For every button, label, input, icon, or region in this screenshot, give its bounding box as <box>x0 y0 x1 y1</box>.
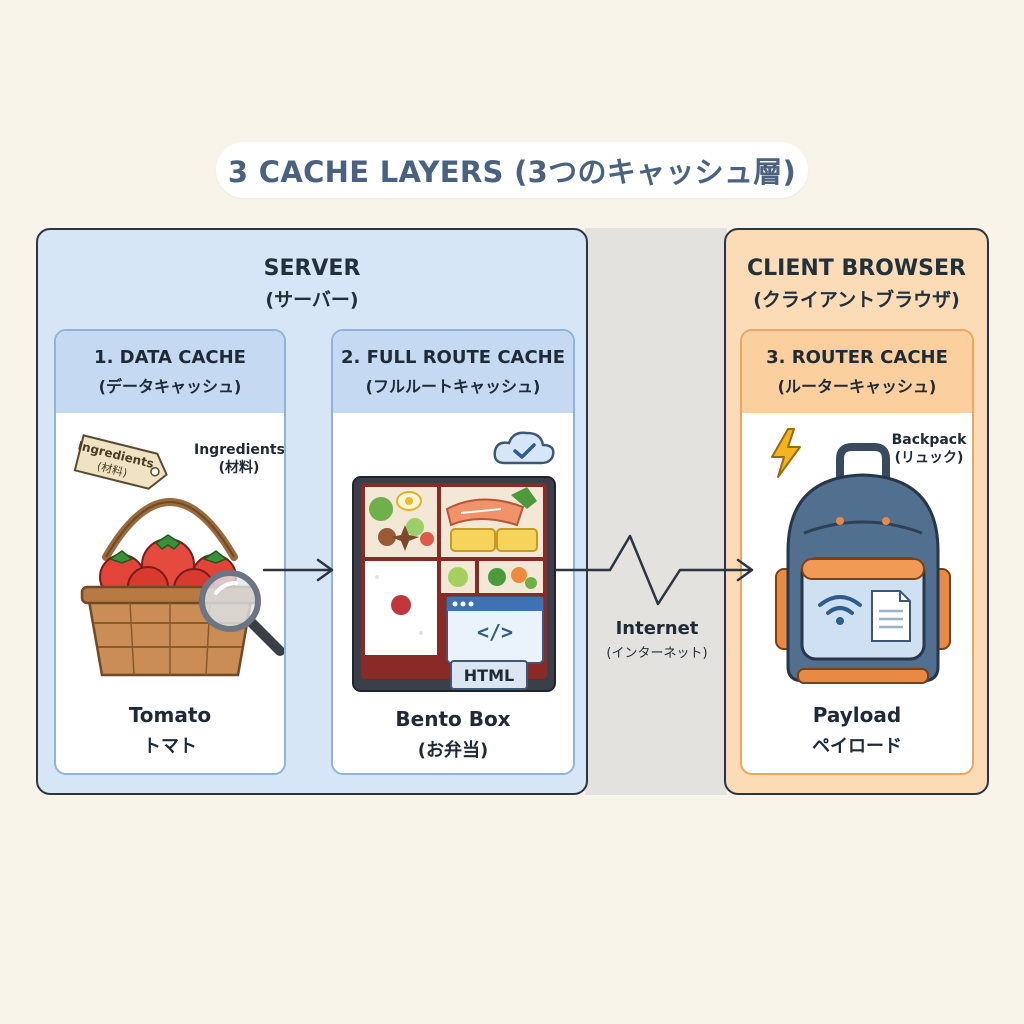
client-sublabel: (クライアントブラウザ) <box>753 289 960 311</box>
bento-box-icon: </> HTML <box>352 476 556 692</box>
client-browser-zone: CLIENT BROWSER (クライアントブラウザ) 3. ROUTER CA… <box>724 228 989 795</box>
server-zone-title: SERVER (サーバー) <box>38 256 586 312</box>
diagram-title: 3 CACHE LAYERS (3つのキャッシュ層) <box>216 142 808 198</box>
magnifying-glass-icon <box>199 570 284 656</box>
full-route-cache-caption: Bento Box (お弁当) <box>333 707 573 762</box>
full-route-cache-header: 2. FULL ROUTE CACHE (フルルートキャッシュ) <box>333 331 573 413</box>
full-route-cache-card: 2. FULL ROUTE CACHE (フルルートキャッシュ) <box>331 329 575 775</box>
backpack-label: Backpack (リュック) <box>884 431 972 467</box>
server-label: SERVER <box>263 256 361 281</box>
cloud-check-icon <box>493 431 555 465</box>
backpack-icon <box>775 443 951 684</box>
client-label: CLIENT BROWSER <box>747 256 966 281</box>
server-zone: SERVER (サーバー) 1. DATA CACHE (データキャッシュ) I… <box>36 228 588 795</box>
internet-label: Internet (インターネット) <box>592 618 722 661</box>
internet-label-subtext: (インターネット) <box>606 646 708 661</box>
wifi-icon <box>818 595 862 625</box>
router-cache-sublabel: (ルーターキャッシュ) <box>777 377 937 396</box>
data-cache-caption: Tomato トマト <box>56 703 284 758</box>
tomato-caption-sub: トマト <box>143 736 197 757</box>
ingredients-label: Ingredients (材料) <box>194 441 284 477</box>
bento-caption: Bento Box <box>395 707 511 731</box>
backpack-label-text: Backpack <box>891 432 967 448</box>
router-cache-caption: Payload ペイロード <box>742 703 972 758</box>
full-route-cache-sublabel: (フルルートキャッシュ) <box>365 377 541 396</box>
data-cache-card: 1. DATA CACHE (データキャッシュ) Ingredients (材料… <box>54 329 286 775</box>
router-cache-card: 3. ROUTER CACHE (ルーターキャッシュ) Backpack (リュ… <box>740 329 974 775</box>
full-route-cache-label: 2. FULL ROUTE CACHE <box>340 347 566 368</box>
client-zone-title: CLIENT BROWSER (クライアントブラウザ) <box>726 256 987 312</box>
internet-wave-arrow-icon <box>554 534 754 606</box>
backpack-label-subtext: (リュック) <box>894 450 964 467</box>
server-sublabel: (サーバー) <box>265 289 359 311</box>
ingredients-label-text: Ingredients <box>194 442 285 458</box>
document-icon <box>871 590 911 642</box>
data-cache-label: 1. DATA CACHE <box>94 347 246 368</box>
data-cache-sublabel: (データキャッシュ) <box>98 377 242 396</box>
html-label: HTML <box>464 666 514 685</box>
ingredients-label-subtext: (材料) <box>218 460 260 477</box>
arrow-data-to-route-icon <box>262 558 334 582</box>
router-cache-label: 3. ROUTER CACHE <box>766 347 948 368</box>
payload-caption-sub: ペイロード <box>812 736 902 757</box>
code-window-text: </> <box>477 620 513 644</box>
internet-band <box>585 228 727 795</box>
lightning-icon <box>771 428 801 478</box>
data-cache-header: 1. DATA CACHE (データキャッシュ) <box>56 331 284 413</box>
router-cache-header: 3. ROUTER CACHE (ルーターキャッシュ) <box>742 331 972 413</box>
internet-label-text: Internet <box>615 618 699 639</box>
payload-caption: Payload <box>812 703 902 727</box>
bento-caption-sub: (お弁当) <box>417 740 489 761</box>
tomato-caption: Tomato <box>128 703 212 727</box>
